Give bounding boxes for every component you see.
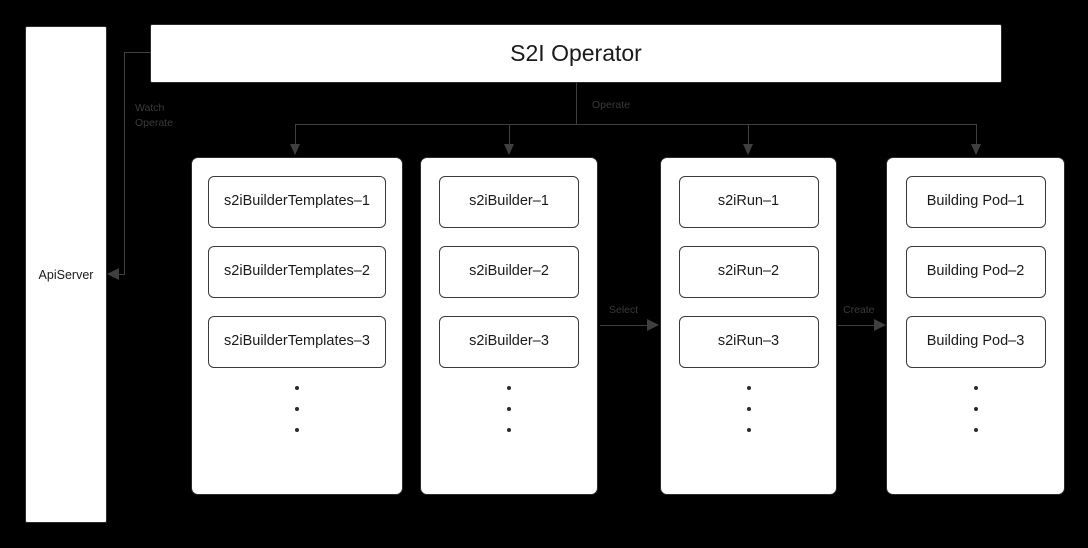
operate-bus-horizontal — [295, 124, 977, 126]
card-s2ibuilder-1[interactable]: s2iBuilder–1 — [439, 176, 579, 228]
operate-branch-1 — [509, 124, 511, 146]
watch-operate-connector-vertical — [124, 52, 126, 274]
ellipsis-dot — [507, 428, 511, 432]
card-s2ibuildertemplates-2[interactable]: s2iBuilderTemplates–2 — [208, 246, 386, 298]
operate-branch-3 — [976, 124, 978, 146]
ellipsis-dot — [507, 407, 511, 411]
ellipsis-s2ibuildertemplates — [192, 386, 402, 432]
edge-label-operate: Operate — [592, 99, 630, 111]
ellipsis-dot — [295, 386, 299, 390]
card-building-pod-3[interactable]: Building Pod–3 — [905, 316, 1046, 368]
operate-arrowhead-0 — [290, 144, 300, 155]
apiserver-box[interactable]: ApiServer — [25, 26, 107, 523]
select-arrowhead — [647, 319, 659, 331]
card-s2ibuildertemplates-1[interactable]: s2iBuilderTemplates–1 — [208, 176, 386, 228]
operate-arrowhead-3 — [971, 144, 981, 155]
s2i-operator-label: S2I Operator — [510, 40, 642, 66]
s2i-operator-box[interactable]: S2I Operator — [150, 24, 1002, 83]
card-building-pod-2[interactable]: Building Pod–2 — [905, 246, 1046, 298]
apiserver-label: ApiServer — [38, 267, 94, 282]
card-s2irun-3[interactable]: s2iRun–3 — [678, 316, 819, 368]
select-connector-line — [600, 325, 648, 327]
ellipsis-s2ibuilder — [421, 386, 597, 432]
card-s2ibuildertemplates-3[interactable]: s2iBuilderTemplates–3 — [208, 316, 386, 368]
ellipsis-dot — [973, 386, 978, 390]
ellipsis-dot — [973, 428, 978, 432]
card-s2irun-2[interactable]: s2iRun–2 — [678, 246, 819, 298]
watch-operate-connector-top — [124, 52, 151, 54]
watch-operate-connector-bottom — [118, 274, 125, 276]
ellipsis-s2irun — [661, 386, 836, 432]
create-arrowhead — [874, 319, 886, 331]
ellipsis-building-pod — [887, 386, 1064, 432]
operate-branch-0 — [295, 124, 297, 146]
operate-branch-2 — [748, 124, 750, 146]
edge-label-create: Create — [843, 304, 875, 316]
edge-label-watch-operate: Watch Operate — [135, 102, 173, 130]
card-building-pod-1[interactable]: Building Pod–1 — [905, 176, 1046, 228]
watch-operate-arrowhead — [107, 268, 119, 280]
ellipsis-dot — [507, 386, 511, 390]
ellipsis-dot — [746, 407, 751, 411]
column-building-pod[interactable]: Building Pod–1 Building Pod–2 Building P… — [886, 157, 1065, 495]
ellipsis-dot — [746, 428, 751, 432]
column-s2ibuildertemplates[interactable]: s2iBuilderTemplates–1 s2iBuilderTemplate… — [191, 157, 403, 495]
create-connector-line — [838, 325, 875, 327]
column-s2ibuilder[interactable]: s2iBuilder–1 s2iBuilder–2 s2iBuilder–3 — [420, 157, 598, 495]
ellipsis-dot — [295, 407, 299, 411]
operate-arrowhead-2 — [743, 144, 753, 155]
ellipsis-dot — [295, 428, 299, 432]
card-s2irun-1[interactable]: s2iRun–1 — [678, 176, 819, 228]
edge-label-select: Select — [609, 304, 639, 316]
card-s2ibuilder-3[interactable]: s2iBuilder–3 — [439, 316, 579, 368]
card-s2ibuilder-2[interactable]: s2iBuilder–2 — [439, 246, 579, 298]
operate-arrowhead-1 — [504, 144, 514, 155]
operate-connector-vertical — [576, 83, 578, 125]
column-s2irun[interactable]: s2iRun–1 s2iRun–2 s2iRun–3 — [660, 157, 837, 495]
ellipsis-dot — [746, 386, 751, 390]
ellipsis-dot — [973, 407, 978, 411]
